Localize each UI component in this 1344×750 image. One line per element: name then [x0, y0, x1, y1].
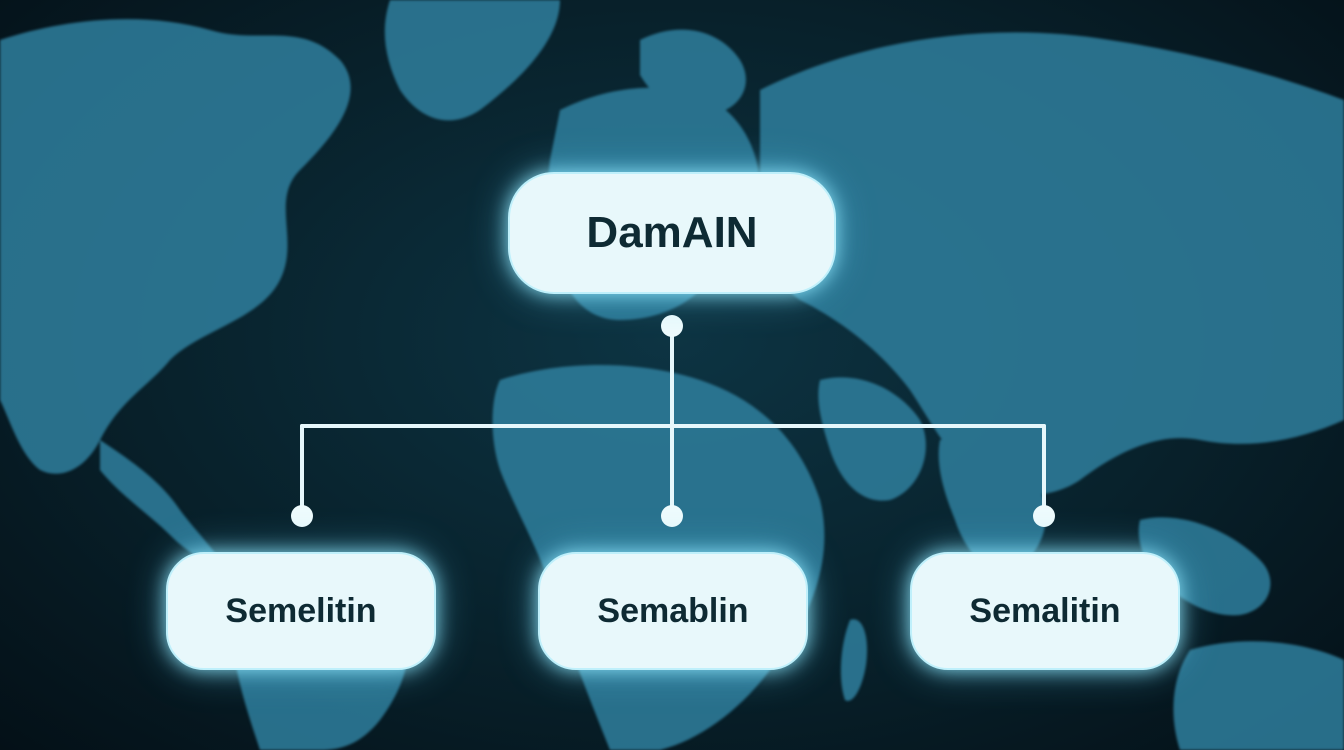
root-node[interactable]: DamAIN — [508, 172, 836, 294]
landmass-north-america — [0, 19, 351, 474]
landmass-central-america — [100, 440, 220, 561]
landmass-asia — [760, 32, 1344, 495]
child-node-left-label: Semelitin — [225, 591, 377, 630]
connector-dot-top — [661, 315, 683, 337]
child-node-center-label: Semablin — [597, 591, 749, 630]
child-node-center[interactable]: Semablin — [538, 552, 808, 670]
landmass-madagascar — [840, 619, 868, 701]
landmass-scandinavia — [640, 29, 746, 116]
child-node-left[interactable]: Semelitin — [166, 552, 436, 670]
landmass-india — [938, 437, 1046, 571]
landmass-southeast-asia — [1138, 517, 1271, 616]
landmass-australia — [1173, 641, 1344, 750]
connector-dot-right — [1033, 505, 1055, 527]
connector-dot-center — [661, 505, 683, 527]
landmass-greenland — [384, 0, 560, 121]
child-node-right[interactable]: Semalitin — [910, 552, 1180, 670]
landmass-japan — [1280, 229, 1316, 335]
child-node-right-label: Semalitin — [969, 591, 1121, 630]
connector-dot-left — [291, 505, 313, 527]
root-node-label: DamAIN — [586, 208, 758, 257]
landmass-arabia — [818, 377, 926, 501]
